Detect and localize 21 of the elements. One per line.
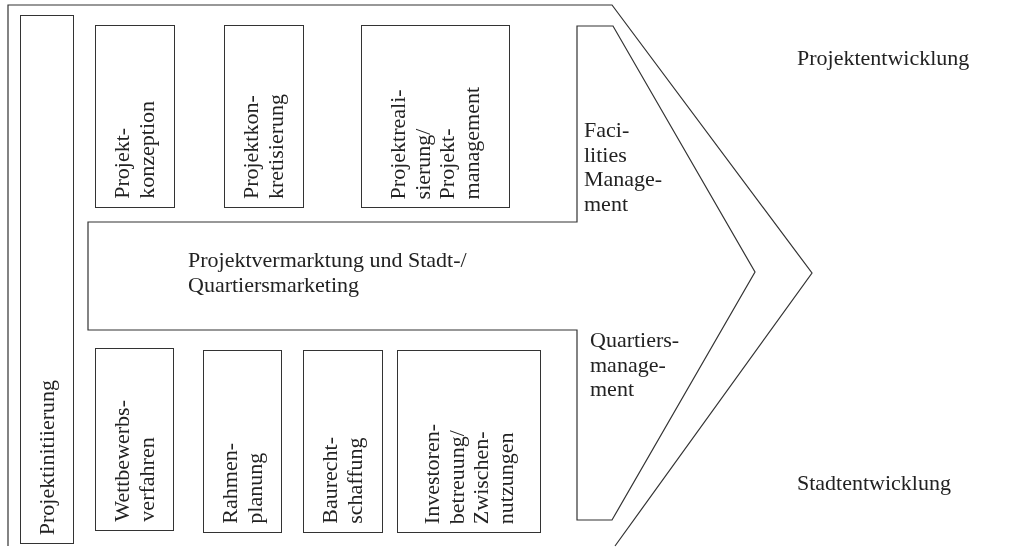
box-label: Projektinitiierung <box>34 379 60 535</box>
box-label: Faci- lities Manage- ment <box>584 118 663 217</box>
axis-label: Projektentwicklung <box>797 45 970 71</box>
box-label: Projekt- konzeption <box>110 101 160 199</box>
axis-label: Stadtentwicklung <box>797 470 951 496</box>
box-label: Rahmen- planung <box>217 443 268 524</box>
process-box <box>303 350 383 533</box>
phase-bar <box>20 15 74 544</box>
box-label: Baurecht- schaffung <box>318 437 368 524</box>
box-label: Investoren- betreuung/ Zwischen- nutzungen <box>419 423 519 524</box>
process-box <box>203 350 282 533</box>
box-label: Projektkon- kretisierung <box>239 93 289 199</box>
process-box <box>361 25 510 208</box>
process-box <box>95 348 174 531</box>
box-label: Projektreali- sierung/ Projekt- management <box>386 86 485 199</box>
band-label: Projektvermarktung und Stadt-/ Quartiersmarketing <box>188 248 468 298</box>
process-box <box>224 25 304 208</box>
box-label: Wettbewerbs- verfahren <box>109 400 160 522</box>
process-box <box>397 350 541 533</box>
box-label: Quartiers- manage- ment <box>590 328 680 402</box>
process-box <box>95 25 175 208</box>
